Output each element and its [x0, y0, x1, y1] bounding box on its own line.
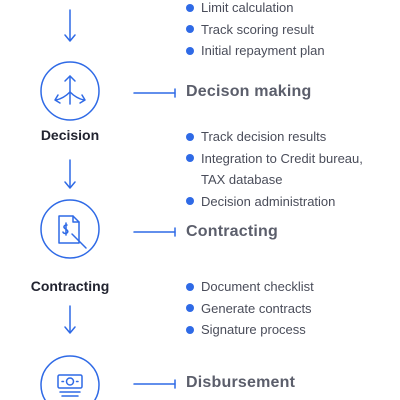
contracting-bullet-list: Document checklist Generate contracts Si… [186, 276, 314, 341]
down-arrow-1 [64, 9, 76, 42]
list-item: Document checklist [186, 276, 314, 298]
list-item: Track scoring result [186, 19, 325, 41]
contracting-heading-connector [133, 227, 176, 237]
decision-heading-connector [133, 88, 176, 98]
decision-heading: Decison making [186, 83, 312, 100]
decision-circle [40, 61, 100, 121]
list-item: Generate contracts [186, 298, 314, 320]
list-item: Limit calculation [186, 0, 325, 19]
disbursement-heading-connector [133, 379, 176, 389]
list-item: Integration to Credit bureau, [186, 148, 363, 170]
down-arrow-3 [64, 305, 76, 334]
decision-stage-label: Decision [40, 127, 100, 143]
list-item: Track decision results [186, 126, 363, 148]
decision-arrows-icon [54, 75, 86, 105]
disbursement-heading: Disbursement [186, 374, 296, 391]
contracting-circle [40, 199, 100, 259]
disbursement-circle [40, 355, 100, 400]
contracting-heading: Contracting [186, 223, 278, 240]
list-item: Initial repayment plan [186, 40, 325, 62]
list-item: Decision administration [186, 191, 363, 213]
list-item: Signature process [186, 319, 314, 341]
down-arrow-2 [64, 159, 76, 189]
money-disbursement-icon [57, 374, 83, 397]
list-item: TAX database [201, 172, 283, 187]
document-contract-icon [58, 215, 87, 249]
top-bullet-list: Limit calculation Track scoring result I… [186, 0, 325, 62]
contracting-stage-label: Contracting [30, 278, 110, 294]
decision-bullet-list: Track decision results Integration to Cr… [186, 126, 363, 212]
